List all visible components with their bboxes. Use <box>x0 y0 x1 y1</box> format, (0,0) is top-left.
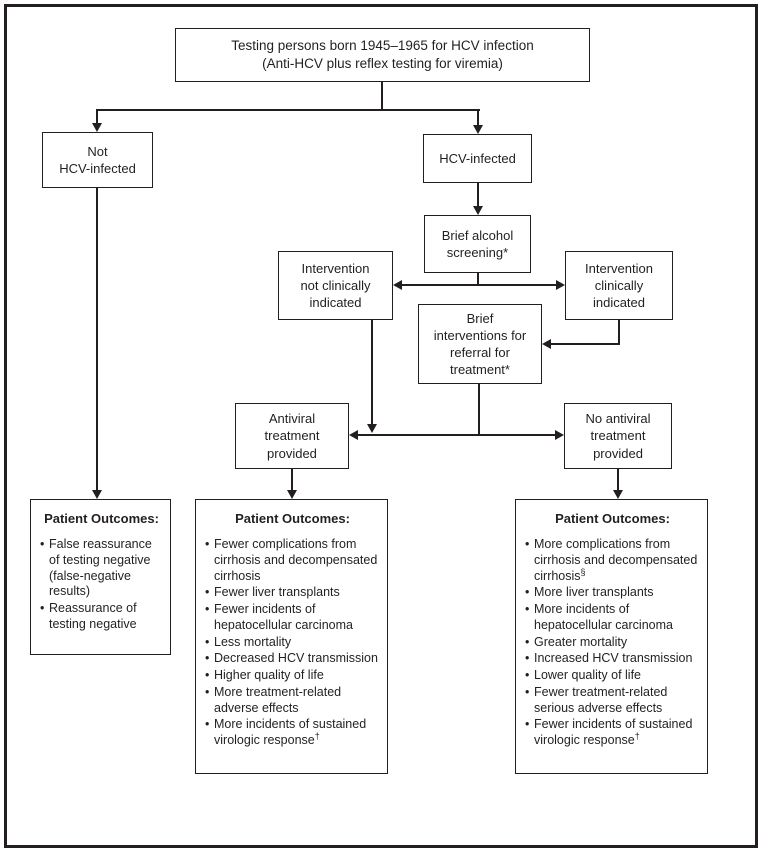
list-item: Fewer incidents of hepatocellular carcin… <box>205 602 380 634</box>
box-hcv-infected: HCV-infected <box>423 134 532 183</box>
box-outcomes-not-infected: Patient Outcomes: False reassurance of t… <box>30 499 171 655</box>
list-item: Greater mortality <box>525 635 700 651</box>
list-item: More liver transplants <box>525 585 700 601</box>
box-outcomes-untreated: Patient Outcomes: More complications fro… <box>515 499 708 774</box>
arrowhead-into-not-infected <box>92 123 102 132</box>
connector-intervention-yes-horizontal <box>550 343 620 345</box>
box-antiviral-treatment: Antiviral treatment provided <box>235 403 349 469</box>
arrowhead-into-intervention-yes <box>556 280 565 290</box>
outcomes-heading: Patient Outcomes: <box>235 511 350 526</box>
outcomes-list: More complications from cirrhosis and de… <box>525 537 700 749</box>
connector-drop-infected <box>477 109 479 126</box>
box-testing-persons: Testing persons born 1945–1965 for HCV i… <box>175 28 590 82</box>
arrowhead-into-screening <box>473 206 483 215</box>
connector-treatment-horizontal <box>357 434 557 436</box>
connector-screening-split <box>400 284 558 286</box>
list-item: Reassurance of testing negative <box>40 601 163 633</box>
arrowhead-into-antiviral <box>349 430 358 440</box>
box-brief-interventions-referral: Brief interventions for referral for tre… <box>418 304 542 384</box>
box-outcomes-treated: Patient Outcomes: Fewer complications fr… <box>195 499 388 774</box>
list-item: Higher quality of life <box>205 668 380 684</box>
list-item: More incidents of hepatocellular carcino… <box>525 602 700 634</box>
arrowhead-into-outcomes-right <box>613 490 623 499</box>
connector-intervention-yes-drop <box>618 320 620 345</box>
outcomes-heading: Patient Outcomes: <box>555 511 670 526</box>
connector-notinfected-to-outcomes <box>96 188 98 491</box>
arrowhead-intervention-not <box>367 424 377 433</box>
connector-drop-not-infected <box>96 109 98 124</box>
box-intervention-not-indicated: Intervention not clinically indicated <box>278 251 393 320</box>
list-item: Less mortality <box>205 635 380 651</box>
arrowhead-into-intervention-not <box>393 280 402 290</box>
list-item: Fewer incidents of sustained virologic r… <box>525 717 700 749</box>
figure-border <box>4 4 758 848</box>
connector-split-horizontal <box>96 109 480 111</box>
list-item: Lower quality of life <box>525 668 700 684</box>
connector-infected-to-screening <box>477 183 479 207</box>
outcomes-heading: Patient Outcomes: <box>44 511 159 526</box>
connector-screening-stub <box>477 273 479 286</box>
arrowhead-into-infected <box>473 125 483 134</box>
box-no-antiviral-treatment: No antiviral treatment provided <box>564 403 672 469</box>
list-item: Increased HCV transmission <box>525 651 700 667</box>
list-item: Decreased HCV transmission <box>205 651 380 667</box>
arrowhead-into-outcomes-center <box>287 490 297 499</box>
list-item: More complications from cirrhosis and de… <box>525 537 700 584</box>
list-item: More treatment-related adverse effects <box>205 685 380 717</box>
connector-antiviral-to-outcomes <box>291 469 293 491</box>
arrowhead-into-brief-interventions <box>542 339 551 349</box>
list-item: False reassurance of testing negative (f… <box>40 537 163 600</box>
box-intervention-indicated: Intervention clinically indicated <box>565 251 673 320</box>
list-item: More incidents of sustained virologic re… <box>205 717 380 749</box>
outcomes-list: False reassurance of testing negative (f… <box>40 537 163 633</box>
list-item: Fewer liver transplants <box>205 585 380 601</box>
list-item: Fewer treatment-related serious adverse … <box>525 685 700 717</box>
arrowhead-into-no-antiviral <box>555 430 564 440</box>
arrowhead-into-outcomes-left <box>92 490 102 499</box>
connector-top-stem <box>381 82 383 110</box>
outcomes-list: Fewer complications from cirrhosis and d… <box>205 537 380 749</box>
connector-noantiviral-to-outcomes <box>617 469 619 491</box>
connector-brief-interventions-drop <box>478 384 480 435</box>
connector-intervention-not-drop <box>371 320 373 424</box>
box-brief-alcohol-screening: Brief alcohol screening* <box>424 215 531 273</box>
list-item: Fewer complications from cirrhosis and d… <box>205 537 380 584</box>
box-not-hcv-infected: Not HCV-infected <box>42 132 153 188</box>
